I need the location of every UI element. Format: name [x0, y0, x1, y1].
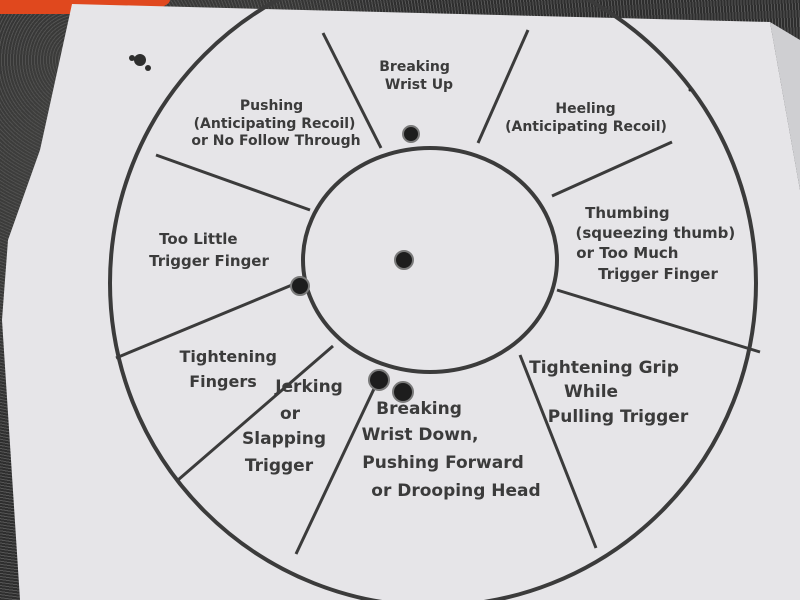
label-breaking-wrist-up: Breaking Wrist Up	[379, 59, 455, 93]
bullet-hole	[394, 250, 414, 270]
bullet-hole	[392, 381, 414, 403]
label-tightening-fingers: Tightening Fingers	[179, 347, 282, 391]
segment-dividers	[115, 29, 761, 555]
bullet-hole	[402, 125, 420, 143]
bullet-hole	[368, 369, 390, 391]
paper-shadow	[770, 22, 800, 190]
label-pushing: Pushing (Anticipating Recoil) or No Foll…	[191, 98, 360, 149]
inner-circle	[301, 146, 559, 374]
label-tightening-grip: Tightening Grip While Pulling Trigger	[529, 358, 689, 427]
bullet-hole	[290, 276, 310, 296]
label-jerking: Jerking or Slapping Trigger	[242, 377, 349, 476]
paper-stains	[129, 54, 692, 92]
label-heeling: Heeling (Anticipating Recoil)	[505, 101, 667, 135]
outer-ring	[108, 0, 758, 600]
label-too-little-trigger-finger: Too Little Trigger Finger	[149, 230, 269, 270]
paper-sheet	[2, 4, 800, 600]
bullet-holes	[290, 125, 420, 403]
label-thumbing: Thumbing (squeezing thumb) or Too Much T…	[575, 204, 740, 283]
label-breaking-wrist-down: Breaking Wrist Down, Pushing Forward or …	[362, 399, 541, 501]
